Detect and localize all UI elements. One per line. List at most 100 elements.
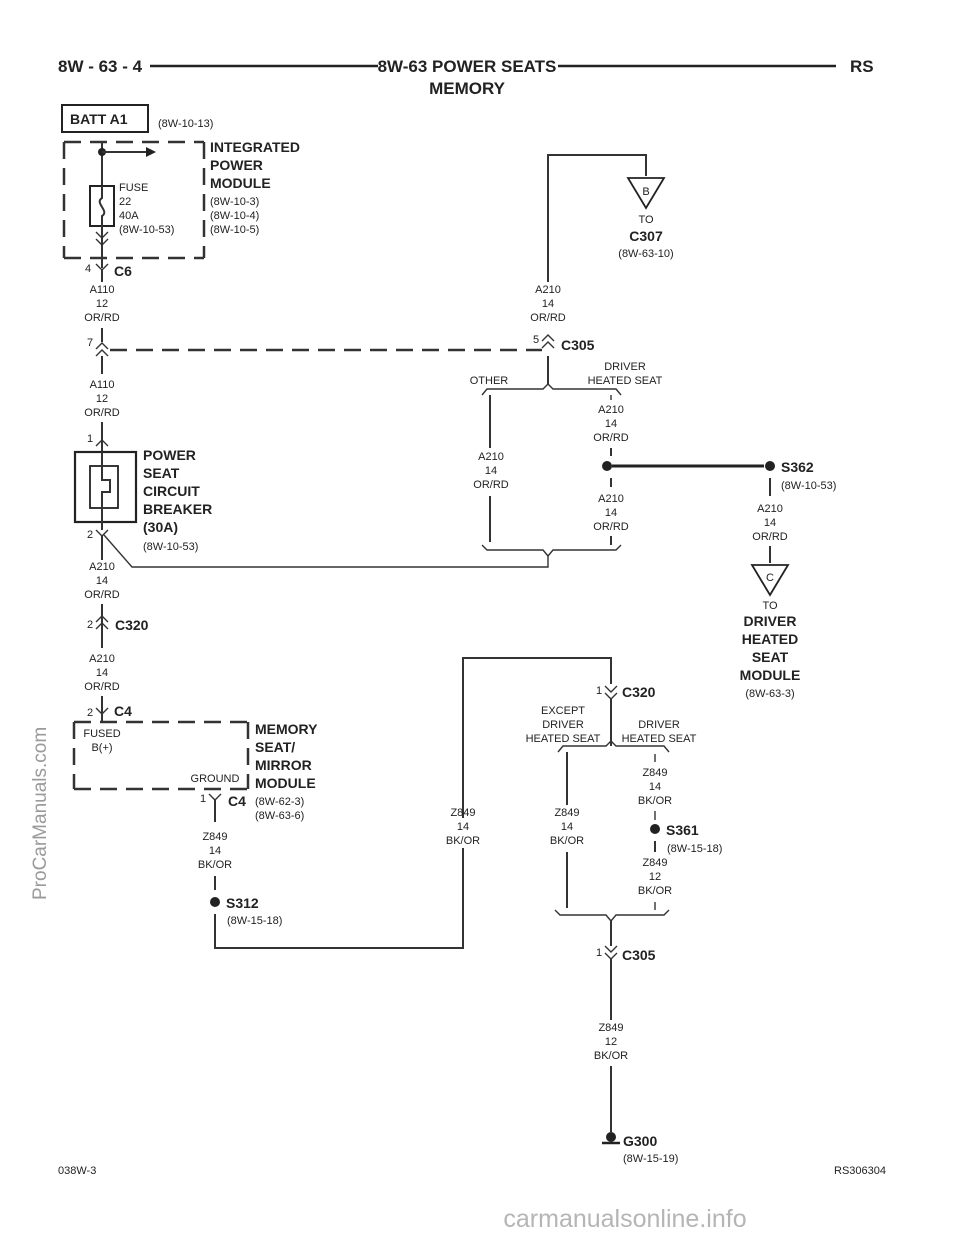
wire-z849-g300-gauge: 12 — [605, 1036, 617, 1048]
header-subtitle: MEMORY — [429, 79, 506, 98]
c6-name: C6 — [114, 263, 132, 279]
wire-to-c307 — [547, 154, 647, 328]
footer-left-code: 038W-3 — [58, 1165, 96, 1177]
wire-a210-dhs1-gauge: 14 — [605, 418, 617, 430]
c307-ref: (8W-63-10) — [618, 248, 673, 260]
breaker-title-3: CIRCUIT — [143, 483, 200, 499]
ipm-internals — [89, 142, 156, 268]
dhsm-offpage-triangle — [750, 564, 790, 597]
c6-pin: 4 — [85, 263, 91, 275]
mm-c4-pin: 2 — [87, 707, 93, 719]
c305-name: C305 — [561, 337, 595, 353]
batt-a1-ref: (8W-10-13) — [158, 118, 213, 130]
c320-top-pin: 2 — [87, 619, 93, 631]
option-bracket-lower-bottom — [554, 909, 670, 923]
dhsm-name-1: DRIVER — [744, 613, 797, 629]
breaker-pin-out: 2 — [87, 529, 93, 541]
c307-offpage-triangle — [626, 177, 666, 210]
fuse-number: 22 — [119, 196, 131, 208]
header-model-code: RS — [850, 57, 874, 76]
wire-z849-except-color: BK/OR — [550, 835, 584, 847]
wire-a210-c307-label-bg — [520, 282, 576, 328]
header-title: 8W-63 POWER SEATS — [378, 57, 557, 76]
c307-letter: B — [642, 186, 649, 198]
wire-z849-s361-circuit: Z849 — [642, 857, 667, 869]
c320-bottom-symbol — [604, 685, 618, 700]
wire-a210-c307-circuit: A210 — [535, 284, 561, 296]
wire-a210-c307-gauge: 14 — [542, 298, 554, 310]
g300-ground-symbol — [602, 1132, 620, 1145]
breaker-bimetal — [101, 452, 111, 522]
fuse-ref: (8W-10-53) — [119, 224, 174, 236]
wire-a210-other-gauge: 14 — [485, 465, 497, 477]
ipm-ref-1: (8W-10-3) — [210, 196, 259, 208]
wire-a210-cb-gauge: 14 — [96, 575, 108, 587]
option-other: OTHER — [470, 375, 509, 387]
s312-name: S312 — [226, 895, 259, 911]
mm-c4-pin-symbol — [95, 707, 109, 715]
s361-ref: (8W-15-18) — [667, 843, 722, 855]
g300-ref: (8W-15-19) — [623, 1153, 678, 1165]
option-dhs-top-1: DRIVER — [604, 361, 646, 373]
ipm-title-1: INTEGRATED — [210, 139, 300, 155]
c305-bottom-name: C305 — [622, 947, 656, 963]
side-watermark: ProCarManuals.com — [30, 727, 51, 900]
mm-ref-1: (8W-62-3) — [255, 796, 304, 808]
option-dhs-bottom-1: DRIVER — [638, 719, 680, 731]
dhsm-ref: (8W-63-3) — [745, 688, 794, 700]
dhsm-letter: C — [766, 572, 774, 584]
wire-a210-c307-color: OR/RD — [530, 312, 566, 324]
mm-title-4: MODULE — [255, 775, 316, 791]
wire-a210-mm-color: OR/RD — [84, 681, 120, 693]
c305-right-pin-symbol — [541, 334, 555, 349]
g300-name: G300 — [623, 1133, 657, 1149]
wire-breaker-feed-right — [103, 534, 549, 568]
breaker-title-4: BREAKER — [143, 501, 212, 517]
wire-z849-mm-circuit: Z849 — [202, 831, 227, 843]
wire-a210-dhs1-color: OR/RD — [593, 432, 629, 444]
option-dhs-top-2: HEATED SEAT — [588, 375, 663, 387]
wire-z849-long-gauge: 14 — [457, 821, 469, 833]
option-dhs-bottom-2: HEATED SEAT — [622, 733, 697, 745]
option-bracket-bottom — [481, 544, 622, 558]
dhsm-to: TO — [762, 600, 778, 612]
wire-z849-s361-gauge: 12 — [649, 871, 661, 883]
wire-z849-g300-color: BK/OR — [594, 1050, 628, 1062]
mm-title-1: MEMORY — [255, 721, 318, 737]
dhsm-name-3: SEAT — [752, 649, 789, 665]
c320-top-symbol — [95, 615, 109, 630]
wire-a210-s362-color: OR/RD — [752, 531, 788, 543]
wire-a110-mid-gauge: 12 — [96, 393, 108, 405]
wire-a210-other-color: OR/RD — [473, 479, 509, 491]
wire-a210-s362-circuit: A210 — [757, 503, 783, 515]
wire-a110-top-circuit: A110 — [90, 284, 115, 296]
dhsm-name-2: HEATED — [742, 631, 799, 647]
wire-a110-mid-color: OR/RD — [84, 407, 120, 419]
wire-z849-g300-circuit: Z849 — [598, 1022, 623, 1034]
mm-ground-pin: 1 — [200, 793, 206, 805]
option-bracket-lower-top — [557, 740, 670, 753]
mm-ground-pin-symbol — [208, 793, 222, 801]
c305-left-pin: 7 — [87, 337, 93, 349]
wire-z849-long-circuit: Z849 — [450, 807, 475, 819]
c307-name: C307 — [629, 228, 663, 244]
wire-a210-mm-circuit: A210 — [89, 653, 115, 665]
c320-top-name: C320 — [115, 617, 149, 633]
c305-bottom-pin: 1 — [596, 947, 602, 959]
wire-z849-mm-gauge: 14 — [209, 845, 221, 857]
header-page-number: 8W - 63 - 4 — [58, 57, 143, 76]
s312-splice-dot — [210, 897, 220, 907]
c305-right-pin: 5 — [533, 334, 539, 346]
s312-ref: (8W-15-18) — [227, 915, 282, 927]
mm-ref-2: (8W-63-6) — [255, 810, 304, 822]
fuse-label: FUSE — [119, 182, 148, 194]
wire-z849-mm-color: BK/OR — [198, 859, 232, 871]
breaker-ref: (8W-10-53) — [143, 541, 198, 553]
ipm-dashed-box — [62, 140, 206, 260]
wire-z849-except-circuit: Z849 — [554, 807, 579, 819]
mm-title-3: MIRROR — [255, 757, 312, 773]
wire-z849-s361-color: BK/OR — [638, 885, 672, 897]
wire-s312-to-long — [214, 848, 464, 949]
fuse-rating: 40A — [119, 210, 139, 222]
wire-z849-except-gauge: 14 — [561, 821, 573, 833]
